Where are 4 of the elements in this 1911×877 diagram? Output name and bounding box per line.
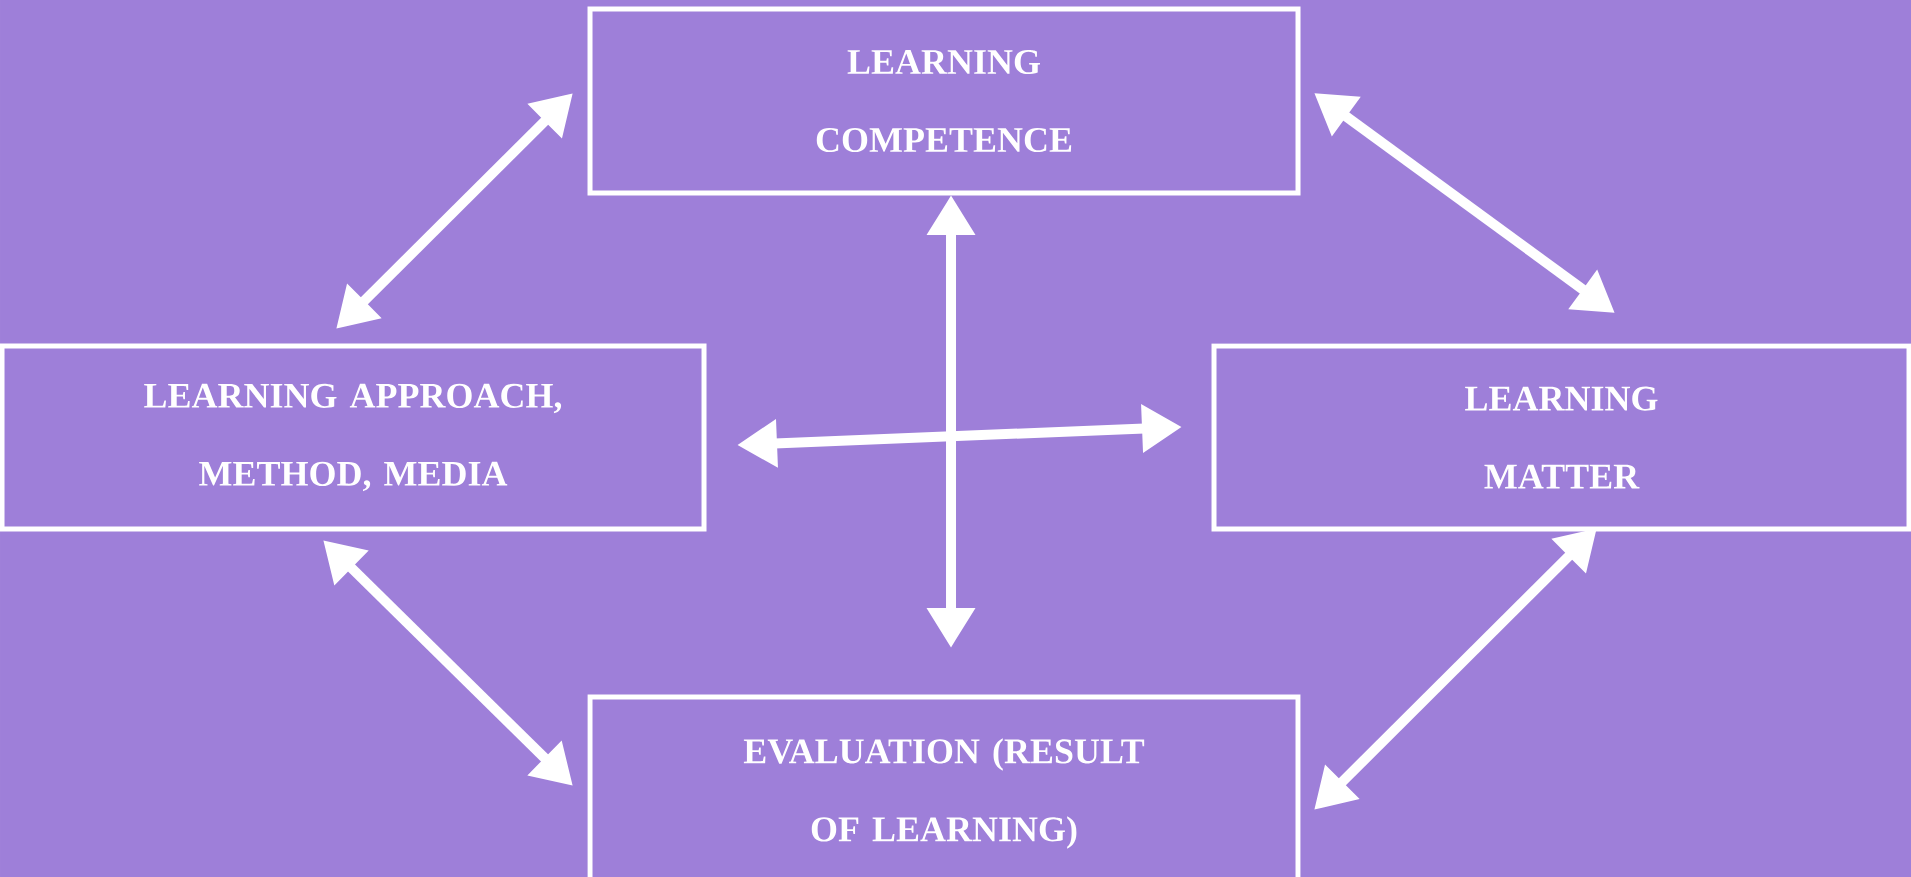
concept-box: EVALUATION (RESULT OF LEARNING) (587, 694, 1301, 877)
concept-box: LEARNING MATTER (1211, 343, 1911, 532)
concept-box: LEARNING COMPETENCE (587, 6, 1301, 196)
concept-box: LEARNING APPROACH, METHOD, MEDIA (0, 343, 707, 532)
